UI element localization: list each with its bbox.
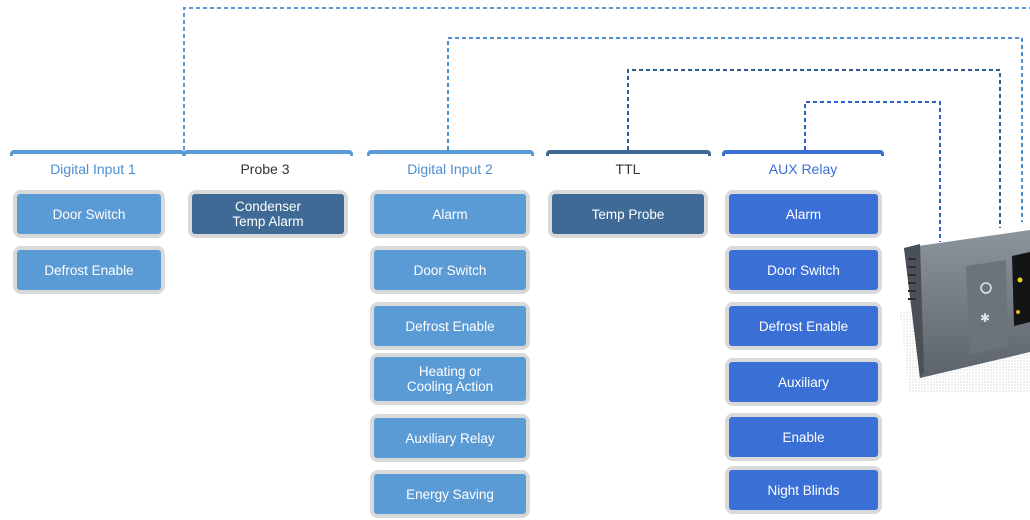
option-auxiliary[interactable]: Auxiliary [725,358,882,406]
group-title-aux-relay: AUX Relay [768,161,838,177]
option-enable[interactable]: Enable [725,413,882,461]
sun-icon [980,282,992,294]
group-bracket-ttl [546,150,711,156]
option-door-switch-aux[interactable]: Door Switch [725,246,882,294]
option-defrost-enable-aux[interactable]: Defrost Enable [725,302,882,350]
option-temp-probe[interactable]: Temp Probe [548,190,708,238]
group-bracket-digital-input-2 [367,150,534,156]
group-bracket-aux-relay [722,150,884,156]
connector-line-ttl [627,69,1001,228]
group-title-digital-input-1: Digital Input 1 [50,161,136,177]
controller-device-image: ✱ [900,230,1030,392]
option-alarm-di2[interactable]: Alarm [370,190,530,238]
option-night-blinds[interactable]: Night Blinds [725,466,882,514]
option-door-switch-di2[interactable]: Door Switch [370,246,530,294]
option-condenser-temp-alarm[interactable]: Condenser Temp Alarm [188,190,348,238]
option-alarm-aux[interactable]: Alarm [725,190,882,238]
group-title-probe-3: Probe 3 [240,161,290,177]
group-bracket-probe-3 [183,150,353,156]
group-title-digital-input-2: Digital Input 2 [407,161,493,177]
option-door-switch-di1[interactable]: Door Switch [13,190,165,238]
connector-line-aux-relay [804,101,941,242]
option-heating-cooling-action[interactable]: Heating or Cooling Action [370,353,530,405]
option-defrost-enable-di1[interactable]: Defrost Enable [13,246,165,294]
svg-text:✱: ✱ [980,311,990,325]
connector-line-digital-input-2 [447,37,1023,222]
group-bracket-digital-input-1 [10,150,185,156]
option-defrost-enable-di2[interactable]: Defrost Enable [370,302,530,350]
option-energy-saving[interactable]: Energy Saving [370,470,530,518]
group-title-ttl: TTL [615,161,641,177]
option-auxiliary-relay[interactable]: Auxiliary Relay [370,414,530,462]
snowflake-icon: ✱ [980,311,990,325]
connector-line-digital-input-1 [183,7,1030,150]
